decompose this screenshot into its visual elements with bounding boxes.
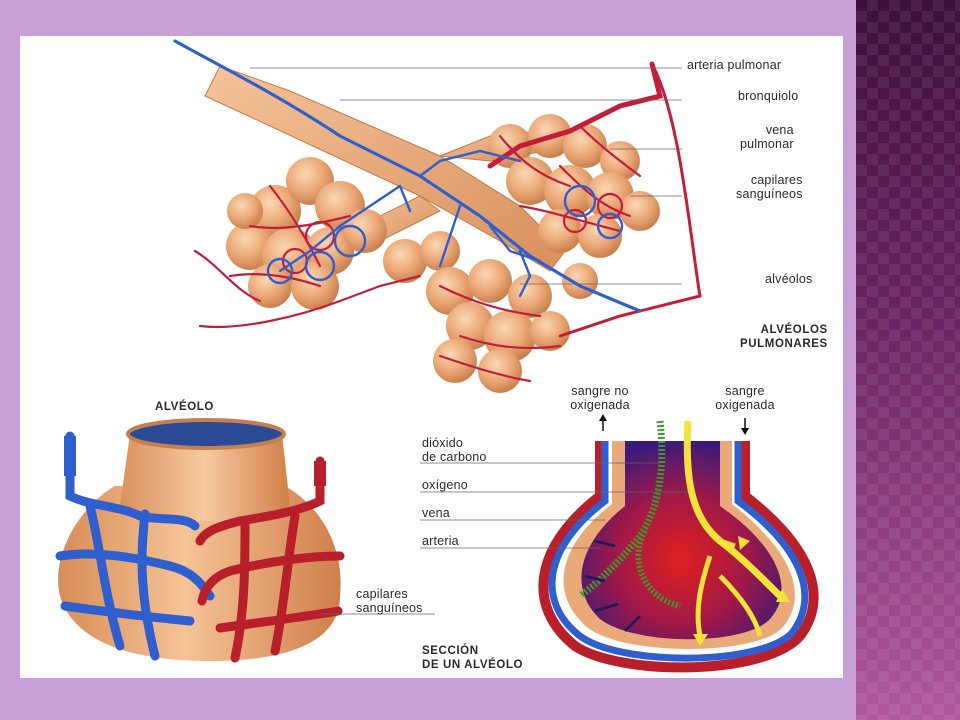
alveoli-illustration	[55, 39, 819, 673]
label-capilares-top: capilares sanguíneos	[736, 173, 803, 201]
label-alveolos: alvéolos	[765, 272, 813, 286]
top-leader-lines	[250, 67, 682, 285]
label-bronquiolo: bronquiolo	[738, 89, 799, 103]
single-alveolus	[55, 418, 435, 663]
label-capilares-bottom: capilares sanguíneos	[356, 587, 423, 615]
label-arteria-pulmonar: arteria pulmonar	[687, 58, 782, 72]
label-sangre-oxigenada: sangre oxigenada	[715, 384, 775, 412]
diagram-slide: arteria pulmonar bronquiolo vena pulmona…	[20, 36, 843, 678]
label-dioxido-carbono: dióxido de carbono	[422, 436, 487, 464]
decorative-side-panel	[856, 0, 960, 720]
label-arteria: arteria	[422, 534, 459, 548]
label-vena: vena	[422, 506, 450, 520]
label-seccion-alveolo: SECCIÓN DE UN ALVÉOLO	[422, 645, 524, 671]
label-vena-pulmonar: vena pulmonar	[740, 123, 794, 151]
label-sangre-no-oxigenada: sangre no oxigenada	[570, 384, 630, 412]
label-alveolo-title: ALVÉOLO	[155, 401, 214, 413]
alveoli-cluster	[173, 39, 702, 393]
label-alveolos-pulmonares: ALVÉOLOS PULMONARES	[740, 324, 828, 350]
alveolus-section	[420, 414, 819, 673]
label-oxigeno: oxígeno	[422, 478, 468, 492]
